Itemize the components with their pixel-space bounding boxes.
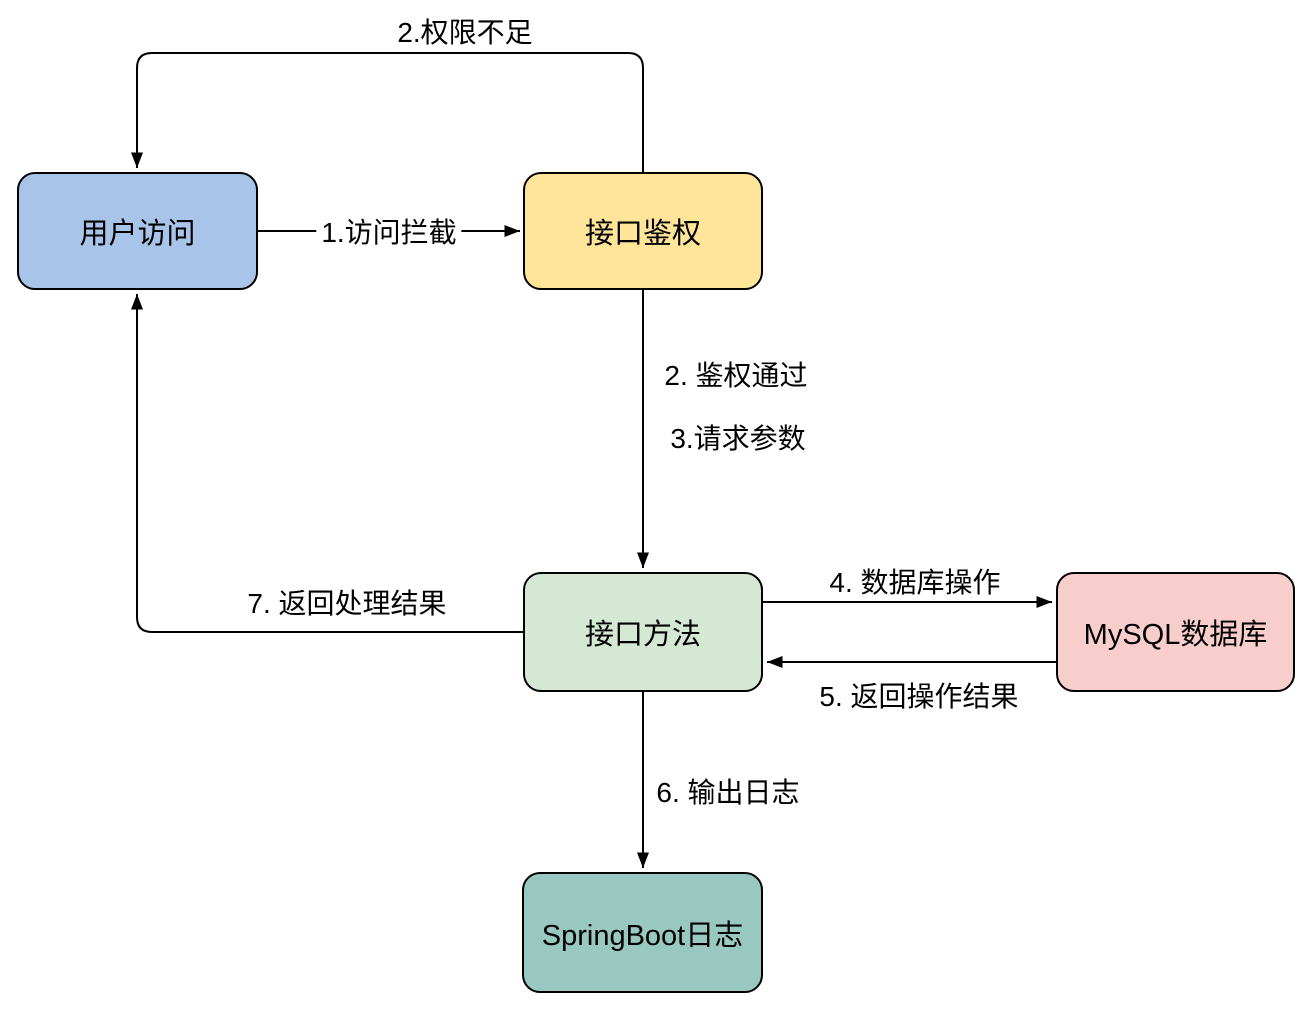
edge-label-permission-denied: 2.权限不足	[397, 17, 533, 48]
edge-return-result-line	[131, 294, 523, 633]
node-springboot-log-label: SpringBoot日志	[541, 919, 744, 952]
edge-label-return-result: 7. 返回处理结果	[247, 588, 447, 619]
edge-permission-denied-line	[131, 52, 644, 172]
edge-label-db-operation: 4. 数据库操作	[829, 567, 1001, 598]
node-springboot-log: SpringBoot日志	[522, 872, 763, 993]
node-mysql-db: MySQL数据库	[1056, 572, 1295, 692]
node-user-access: 用户访问	[17, 172, 258, 290]
node-user-access-label: 用户访问	[79, 218, 196, 250]
node-api-auth-label: 接口鉴权	[584, 218, 701, 250]
node-api-method: 接口方法	[523, 572, 763, 692]
edge-label-output-log: 6. 输出日志	[656, 777, 800, 808]
edge-label-access-intercept: 1.访问拦截	[316, 211, 462, 251]
edge-label-db-result: 5. 返回操作结果	[819, 681, 1019, 712]
node-api-auth: 接口鉴权	[523, 172, 763, 290]
edge-label-auth-pass: 2. 鉴权通过	[664, 360, 808, 391]
node-api-method-label: 接口方法	[584, 619, 701, 651]
node-mysql-db-label: MySQL数据库	[1083, 619, 1268, 651]
edge-label-request-params: 3.请求参数	[670, 423, 806, 454]
